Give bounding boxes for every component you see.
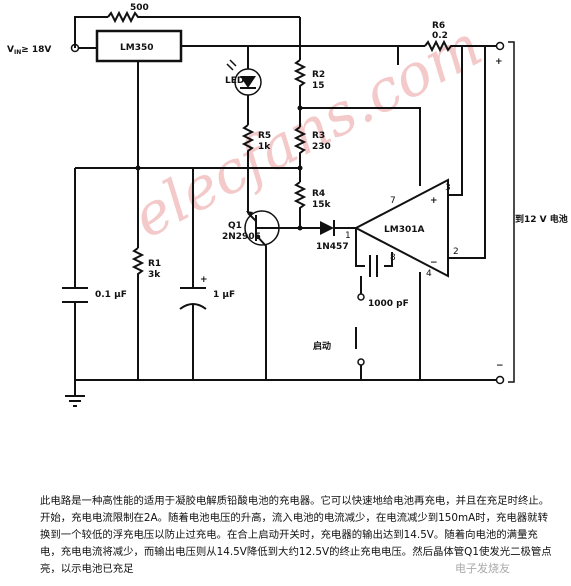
vin-label: VIN≥ 18V	[7, 45, 51, 56]
r1-value: 3k	[148, 270, 161, 280]
r6-value: 0.2	[432, 31, 448, 41]
regulator-label: LM350	[120, 43, 153, 53]
start-label: 启动	[313, 340, 331, 352]
r4-name: R4	[312, 189, 325, 199]
opamp-minus: −	[430, 258, 438, 268]
resistor-r2	[293, 59, 307, 127]
cap2-plus: +	[200, 275, 208, 285]
r3-name: R3	[312, 131, 325, 141]
resistor-r5	[241, 124, 255, 213]
pin3: 3	[445, 183, 451, 193]
r1-name: R1	[148, 259, 161, 269]
plus-top-label: +	[495, 57, 503, 67]
resistor-r4	[293, 181, 307, 228]
r5-name: R5	[258, 131, 271, 141]
opamp-plus: +	[430, 196, 438, 206]
diode-1n457	[320, 221, 334, 235]
resistor-500	[107, 10, 300, 24]
description-text: 此电路是一种高性能的适用于凝胶电解质铅酸电池的充电器。它可以快速地给电池再充电，…	[40, 495, 552, 575]
r4-value: 15k	[312, 200, 332, 210]
resistor-r1	[131, 247, 145, 380]
cap3-label: 1000 pF	[368, 299, 409, 309]
output-terminal-minus	[495, 375, 505, 385]
schematic: elecfans.com VIN≥ 18V 500 LM350 R6 0.2 +…	[7, 3, 568, 407]
r3-value: 230	[312, 142, 331, 152]
opamp-lm301a	[353, 178, 449, 278]
minus-out-label: −	[496, 361, 504, 371]
r2-value: 15	[312, 81, 325, 91]
r2-name: R2	[312, 70, 325, 80]
r500-label: 500	[130, 3, 149, 13]
resistor-r3	[293, 126, 307, 182]
pin1: 1	[345, 231, 351, 241]
battery-label: 到12 V 电池	[515, 213, 568, 225]
pin2: 2	[453, 247, 459, 257]
pin4: 4	[426, 269, 432, 279]
site-watermark: 电子发烧友	[455, 562, 510, 575]
q1-name: Q1	[228, 221, 242, 231]
q1-value: 2N2905	[222, 232, 261, 242]
capacitor-0-1uf	[62, 287, 88, 303]
ground-icon	[65, 395, 85, 407]
cap2-label: 1 µF	[213, 290, 235, 300]
capacitor-1uf	[179, 303, 207, 310]
led-label: LED	[225, 76, 244, 86]
diode-label: 1N457	[316, 242, 349, 252]
output-terminal-plus	[495, 41, 505, 51]
resistor-r6	[424, 39, 496, 53]
pin7: 7	[390, 196, 396, 206]
r6-name: R6	[432, 21, 445, 31]
opamp-label: LM301A	[384, 225, 424, 235]
cap1-label: 0.1 µF	[95, 290, 127, 300]
r5-value: 1k	[258, 142, 271, 152]
